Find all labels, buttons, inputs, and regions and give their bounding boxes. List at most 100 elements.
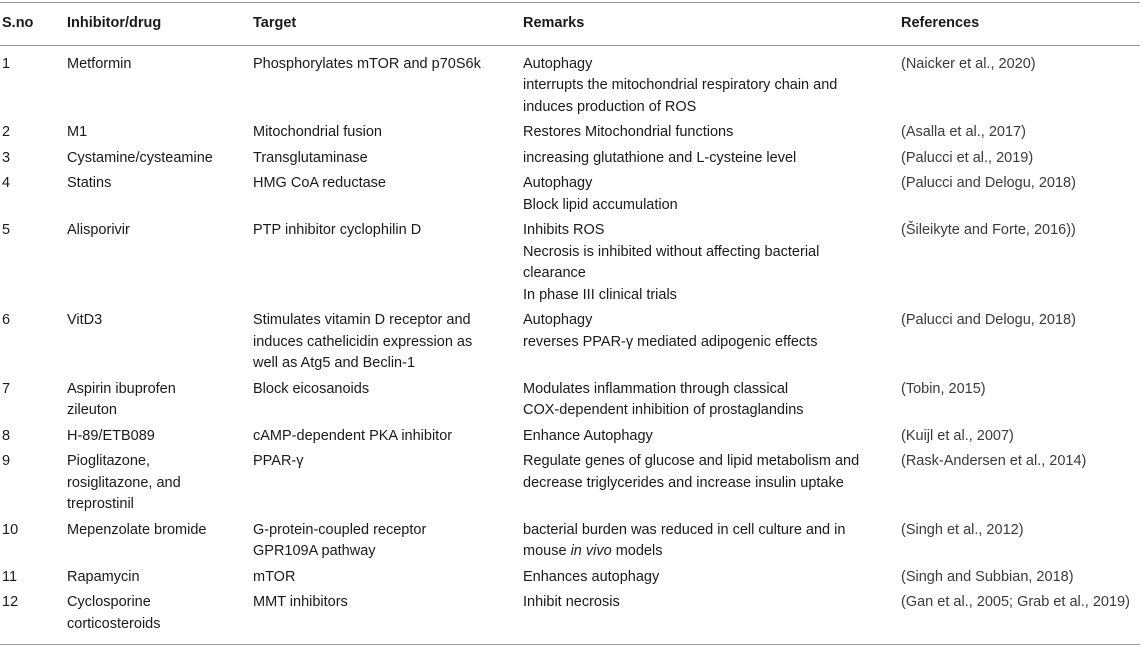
drug-line: Metformin xyxy=(67,55,132,72)
cell-reference[interactable]: (Rask-Andersen et al., 2014) xyxy=(901,453,1087,469)
remarks-line: mouse in vivo models xyxy=(523,543,663,559)
remarks-line: Enhances autophagy xyxy=(523,568,660,585)
target-line: PPAR-γ xyxy=(253,453,304,469)
cell-sno: 10 xyxy=(2,521,19,538)
cell-remarks: Regulate genes of glucose and lipid meta… xyxy=(523,451,901,520)
cell-reference[interactable]: (Singh et al., 2012) xyxy=(901,521,1024,538)
cell-sno: 7 xyxy=(2,380,11,397)
remarks-line: clearance xyxy=(523,265,586,281)
remarks-line: Regulate genes of glucose and lipid meta… xyxy=(523,453,860,469)
target-line: well as Atg5 and Beclin-1 xyxy=(253,355,416,371)
cell-drug: Rapamycin xyxy=(67,567,253,593)
drug-line: Statins xyxy=(67,175,112,191)
cell-target: Transglutaminase xyxy=(253,148,523,174)
cell-drug: Statins xyxy=(67,173,253,220)
remarks-line: bacterial burden was reduced in cell cul… xyxy=(523,521,846,538)
cell-drug: Cystamine/cysteamine xyxy=(67,148,253,174)
cell-remarks: Inhibits ROS Necrosis is inhibited withou… xyxy=(523,220,901,310)
cell-target: Block eicosanoids xyxy=(253,379,523,426)
cell-reference[interactable]: (Singh and Subbian, 2018) xyxy=(901,568,1074,585)
target-line: G-protein-coupled receptor xyxy=(253,521,427,538)
table-header: S.no Inhibitor/drug Target Remarks Refer… xyxy=(0,2,1140,45)
header-drug: Inhibitor/drug xyxy=(67,15,162,31)
cell-reference[interactable]: (Naicker et al., 2020) xyxy=(901,55,1036,72)
cell-reference[interactable]: (Palucci and Delogu, 2018) xyxy=(901,312,1076,328)
cell-sno: 3 xyxy=(2,149,11,166)
remarks-line: Necrosis is inhibited without affecting … xyxy=(523,243,820,260)
drug-line: M1 xyxy=(67,124,88,140)
target-line: Phosphorylates mTOR and p70S6k xyxy=(253,55,481,72)
cell-drug: VitD3 xyxy=(67,310,253,379)
cell-target: Mitochondrial fusion xyxy=(253,122,523,148)
cell-remarks: Restores Mitochondrial functions xyxy=(523,122,901,148)
remarks-line: Inhibit necrosis xyxy=(523,594,620,610)
cell-remarks: Inhibit necrosis xyxy=(523,592,901,645)
target-line: PTP inhibitor cyclophilin D xyxy=(253,222,422,238)
cell-target: mTOR xyxy=(253,567,523,593)
cell-reference[interactable]: (Gan et al., 2005; Grab et al., 2019) xyxy=(901,594,1130,610)
remarks-line: Enhance Autophagy xyxy=(523,427,653,444)
cell-reference[interactable]: (Šileikyte and Forte, 2016)) xyxy=(901,222,1076,238)
cell-target: HMG CoA reductase xyxy=(253,173,523,220)
cell-drug: Metformin xyxy=(67,45,253,122)
cell-remarks: increasing glutathione and L-cysteine le… xyxy=(523,148,901,174)
remarks-line: In phase III clinical trials xyxy=(523,286,677,303)
remarks-line: Inhibits ROS xyxy=(523,222,605,238)
cell-target: cAMP-dependent PKA inhibitor xyxy=(253,426,523,452)
table-body: 1 Metformin Phosphorylates mTOR and p70S6k… xyxy=(0,45,1140,645)
cell-reference[interactable]: (Palucci and Delogu, 2018) xyxy=(901,175,1076,191)
target-line: MMT inhibitors xyxy=(253,594,348,610)
remarks-line: Autophagy xyxy=(523,175,593,191)
header-row: S.no Inhibitor/drug Target Remarks Refer… xyxy=(0,2,1140,45)
cell-sno: 2 xyxy=(2,124,11,140)
cell-drug: Mepenzolate bromide xyxy=(67,520,253,567)
target-line: induces cathelicidin expression as xyxy=(253,333,473,350)
remarks-line: induces production of ROS xyxy=(523,98,697,115)
cell-drug: Alisporivir xyxy=(67,220,253,310)
remarks-line: Modulates inflammation through classical xyxy=(523,380,789,397)
drug-line: treprostinil xyxy=(67,496,134,512)
cell-remarks: bacterial burden was reduced in cell cul… xyxy=(523,520,901,567)
remarks-line: Autophagy xyxy=(523,55,593,72)
cell-target: PPAR-γ xyxy=(253,451,523,520)
cell-sno: 4 xyxy=(2,175,11,191)
cell-reference[interactable]: (Tobin, 2015) xyxy=(901,380,986,397)
cell-reference[interactable]: (Palucci et al., 2019) xyxy=(901,149,1034,166)
remarks-line: decrease triglycerides and increase insu… xyxy=(523,474,844,491)
cell-reference[interactable]: (Kuijl et al., 2007) xyxy=(901,427,1014,444)
target-line: mTOR xyxy=(253,568,296,585)
drug-line: Cyclosporine xyxy=(67,594,151,610)
header-sno: S.no xyxy=(2,15,34,31)
cell-sno: 8 xyxy=(2,427,11,444)
target-line: GPR109A pathway xyxy=(253,543,376,559)
drug-line: Alisporivir xyxy=(67,222,130,238)
cell-sno: 11 xyxy=(2,568,18,585)
target-line: Mitochondrial fusion xyxy=(253,124,382,140)
target-line: Transglutaminase xyxy=(253,149,368,166)
table-row: 1 Metformin Phosphorylates mTOR and p70S6k… xyxy=(0,45,1140,122)
remarks-line: Autophagy xyxy=(523,312,593,328)
drug-line: Mepenzolate bromide xyxy=(67,521,207,538)
cell-remarks: Enhance Autophagy xyxy=(523,426,901,452)
target-line: Stimulates vitamin D receptor and xyxy=(253,312,471,328)
cell-sno: 1 xyxy=(2,55,11,72)
drug-line: zileuton xyxy=(67,402,117,418)
cell-drug: M1 xyxy=(67,122,253,148)
table-row: 2 M1 Mitochondrial fusion Restores Mitochon… xyxy=(0,122,1140,148)
cell-reference[interactable]: (Asalla et al., 2017) xyxy=(901,124,1026,140)
cell-target: MMT inhibitors xyxy=(253,592,523,645)
cell-target: Phosphorylates mTOR and p70S6k xyxy=(253,45,523,122)
remarks-line: Block lipid accumulation xyxy=(523,196,678,213)
